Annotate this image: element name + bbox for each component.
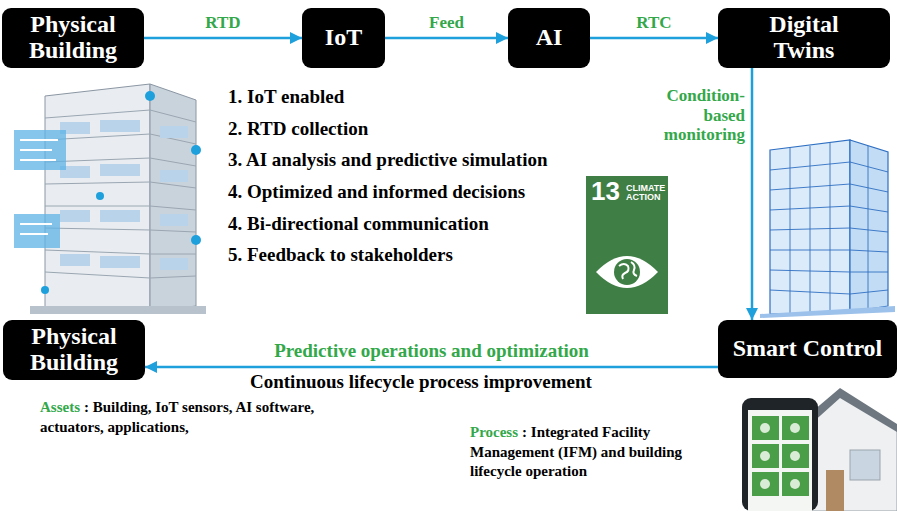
control-box: Smart Control bbox=[718, 320, 897, 378]
smart-control-illustration bbox=[742, 388, 897, 511]
sdg-title: CLIMATE ACTION bbox=[626, 184, 666, 203]
building-box: Physical Building bbox=[2, 8, 144, 68]
twin-box: Digital Twins bbox=[718, 8, 890, 68]
building-illustration bbox=[14, 84, 206, 314]
ai-box: AI bbox=[508, 8, 590, 68]
process-heading: Process bbox=[470, 424, 518, 440]
assets-note: Assets: Building, IoT sensors, AI softwa… bbox=[40, 398, 332, 437]
iot-box: IoT bbox=[302, 8, 385, 68]
sdg-number: 13 bbox=[591, 178, 620, 205]
node-label: Physical Building bbox=[8, 12, 138, 64]
flow-arrow bbox=[590, 37, 718, 40]
list-item: 5. Feedback to stakeholders bbox=[228, 244, 453, 266]
list-item: 3. AI analysis and predictive simulation bbox=[228, 149, 548, 171]
digital-twin-illustration bbox=[760, 140, 895, 318]
flow-label: Feed bbox=[429, 13, 464, 33]
flow-label: Condition-based monitoring bbox=[627, 86, 745, 145]
cycle-note: Continuous lifecycle process improvement bbox=[250, 371, 592, 393]
list-item: 4. Optimized and informed decisions bbox=[228, 181, 525, 203]
flow-arrow bbox=[385, 37, 508, 40]
assets-heading: Assets bbox=[40, 399, 80, 415]
flow-arrow bbox=[145, 366, 718, 369]
sdg-icon bbox=[586, 176, 668, 314]
list-item: 2. RTD collection bbox=[228, 118, 368, 140]
assets-text: : Building, IoT sensors, AI software, ac… bbox=[40, 399, 314, 435]
node-label: IoT bbox=[325, 25, 362, 51]
process-note: Process: Integrated Facility Management … bbox=[470, 423, 722, 482]
list-item: 1. IoT enabled bbox=[228, 86, 344, 108]
flow-label: Predictive operations and optimization bbox=[274, 340, 589, 362]
flow-arrow bbox=[751, 68, 754, 320]
building-box: Physical Building bbox=[3, 320, 145, 380]
node-label: Physical Building bbox=[9, 324, 139, 376]
list-item: 4. Bi-directional communication bbox=[228, 213, 489, 235]
node-label: AI bbox=[536, 25, 563, 51]
flow-label: RTD bbox=[205, 13, 240, 33]
flow-label: RTC bbox=[636, 13, 671, 33]
node-label: Smart Control bbox=[733, 336, 883, 362]
flow-arrow bbox=[144, 37, 302, 40]
node-label: Digital Twins bbox=[744, 12, 864, 64]
